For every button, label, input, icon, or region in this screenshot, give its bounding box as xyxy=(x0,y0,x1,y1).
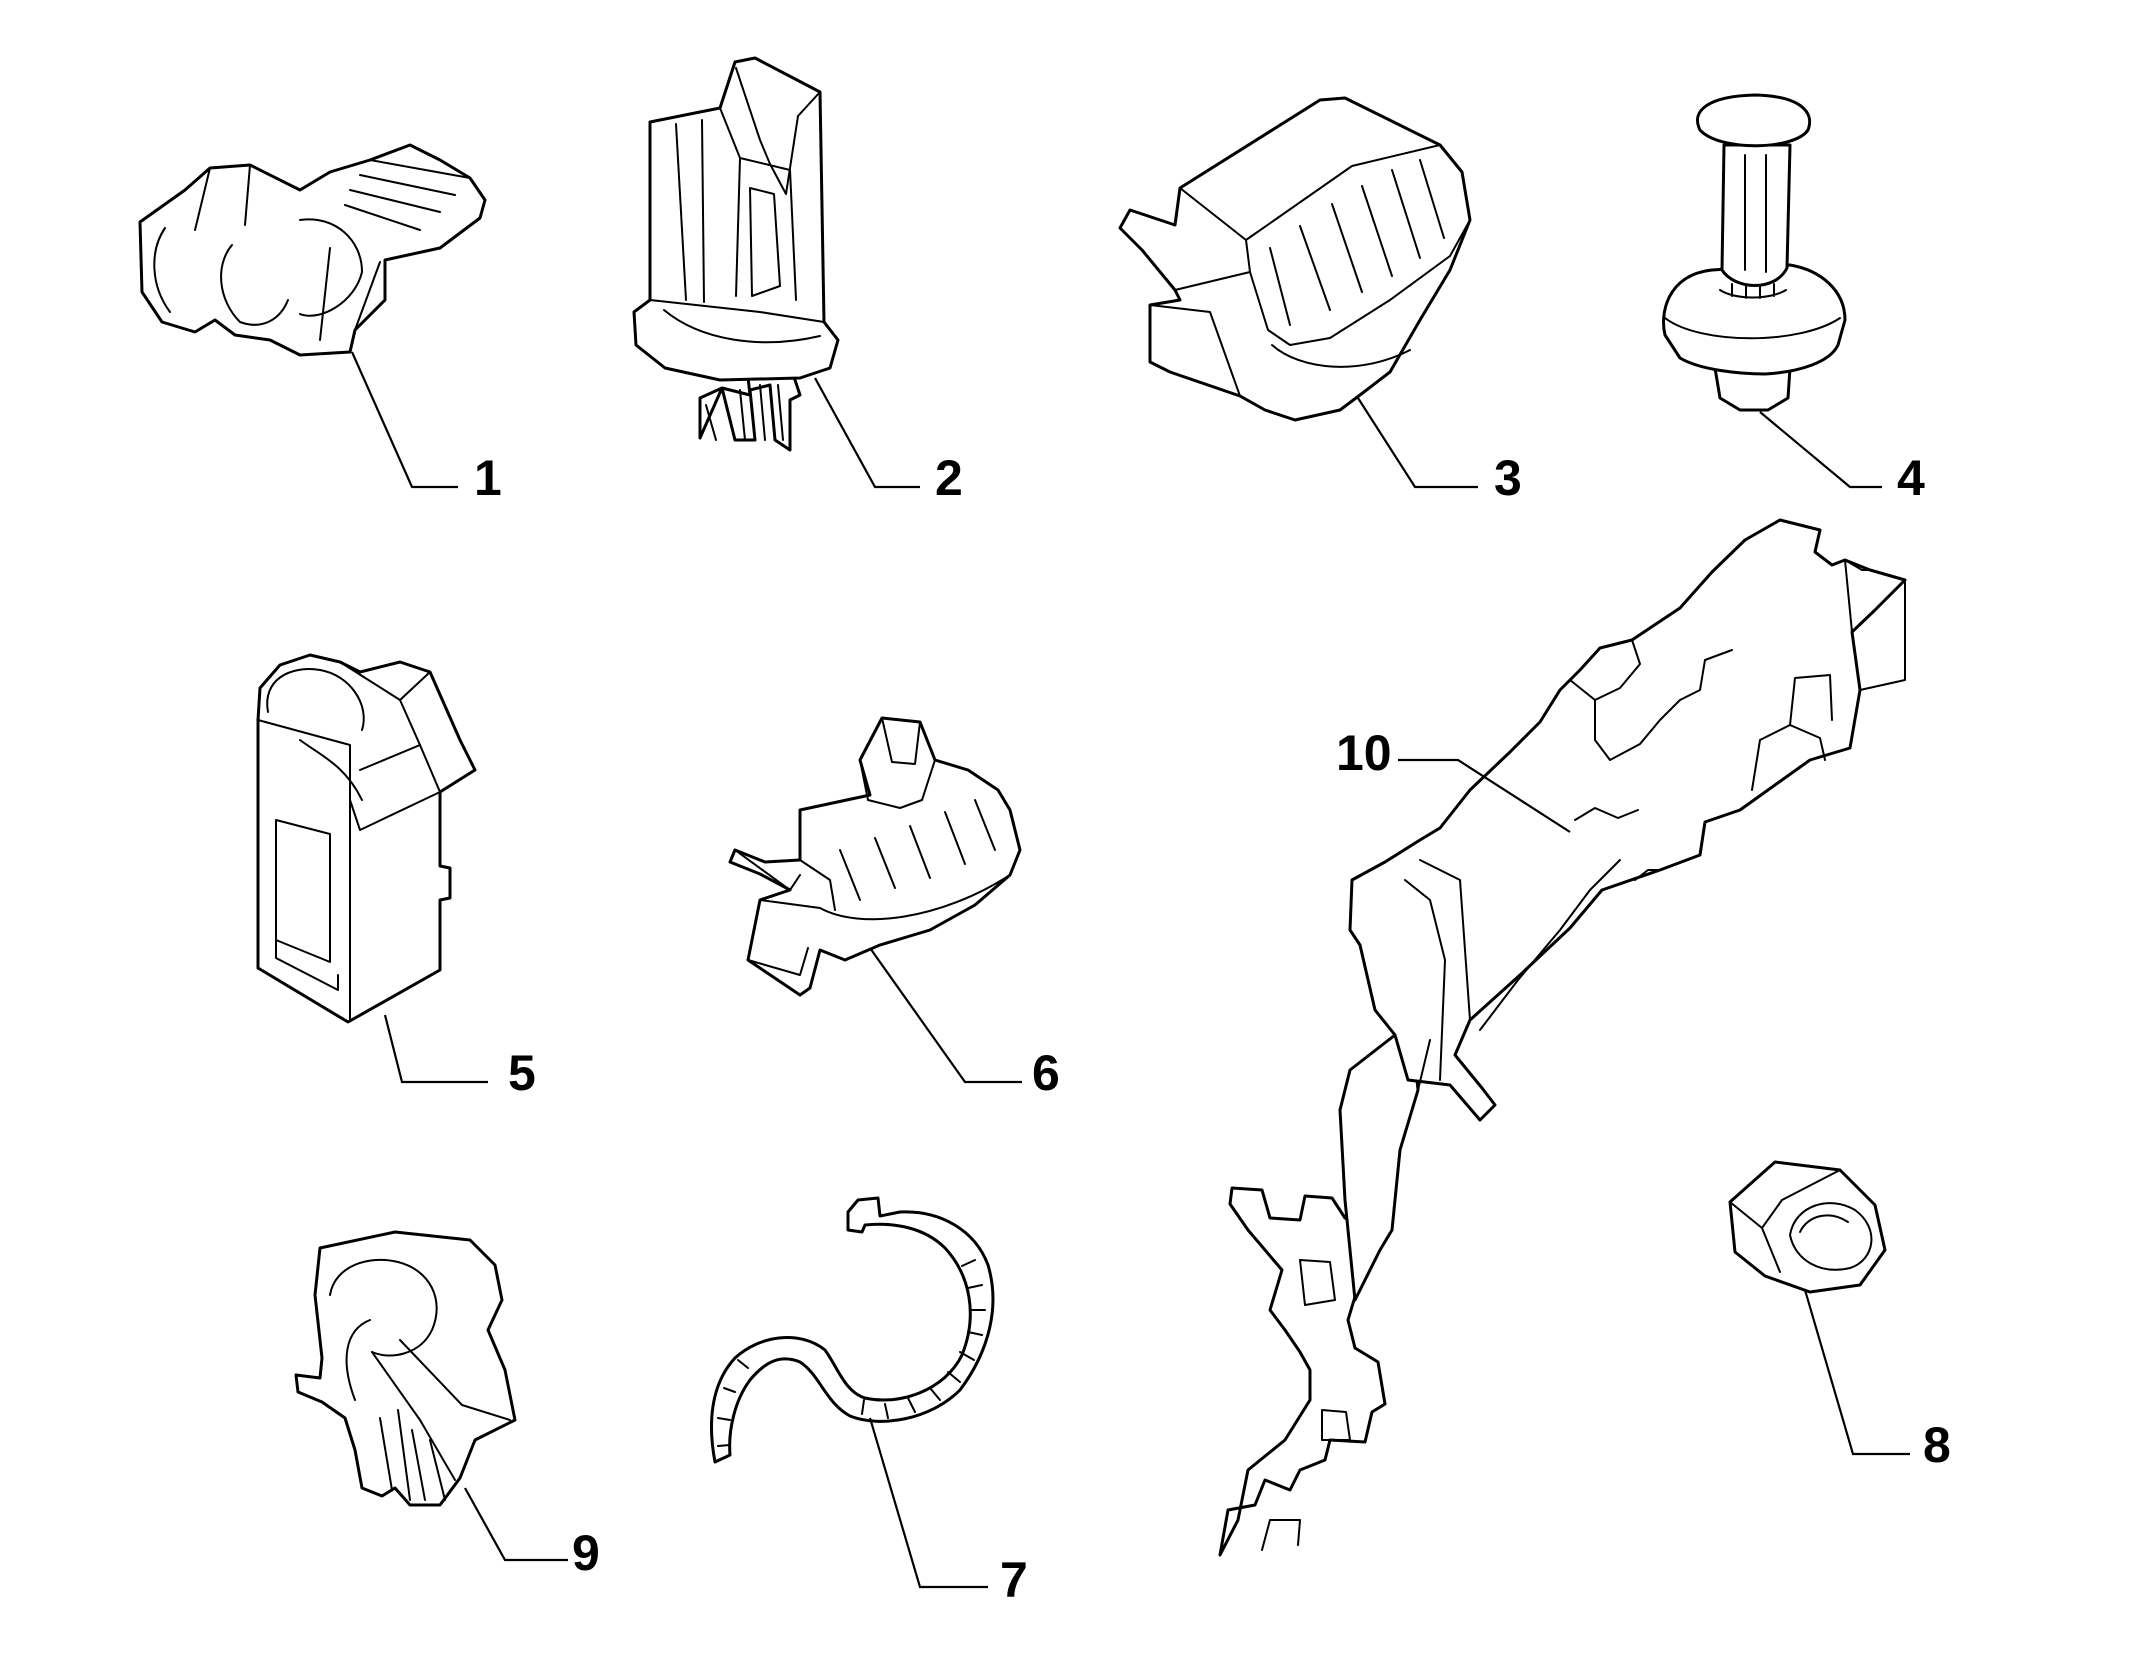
callout-9: 9 xyxy=(572,1525,600,1581)
part-3-flat-clip xyxy=(1118,96,1472,422)
callout-5: 5 xyxy=(508,1045,536,1101)
leader-3 xyxy=(1357,397,1478,489)
part-2-push-clip xyxy=(632,56,840,452)
part-1-cable-clip xyxy=(138,143,487,357)
leader-7 xyxy=(868,1417,988,1589)
callout-6: 6 xyxy=(1032,1045,1060,1101)
leader-5 xyxy=(383,1014,488,1084)
callout-10: 10 xyxy=(1336,725,1392,781)
callout-7: 7 xyxy=(1000,1552,1028,1608)
leader-4 xyxy=(1759,411,1882,489)
leader-8 xyxy=(1803,1289,1910,1456)
leader-1 xyxy=(350,351,458,489)
callout-4: 4 xyxy=(1897,450,1925,506)
callout-1: 1 xyxy=(474,450,502,506)
leader-2 xyxy=(814,377,920,489)
leader-lines xyxy=(350,351,1910,1589)
leader-10 xyxy=(1398,758,1571,833)
part-8-hex-nut xyxy=(1728,1160,1887,1294)
callout-2: 2 xyxy=(935,450,963,506)
part-10-harness-bracket xyxy=(1218,518,1907,1557)
callout-labels: 1 2 3 4 5 6 7 8 9 10 xyxy=(474,450,1951,1608)
part-5-block-clip xyxy=(256,653,477,1024)
part-9-hose-clip xyxy=(294,1230,517,1507)
part-4-push-rivet xyxy=(1662,93,1847,412)
leader-9 xyxy=(464,1487,568,1562)
part-7-cable-tie xyxy=(710,1196,995,1464)
callout-3: 3 xyxy=(1494,450,1522,506)
part-6-connector-clip xyxy=(728,716,1022,997)
leader-6 xyxy=(869,947,1022,1084)
callout-8: 8 xyxy=(1923,1417,1951,1473)
